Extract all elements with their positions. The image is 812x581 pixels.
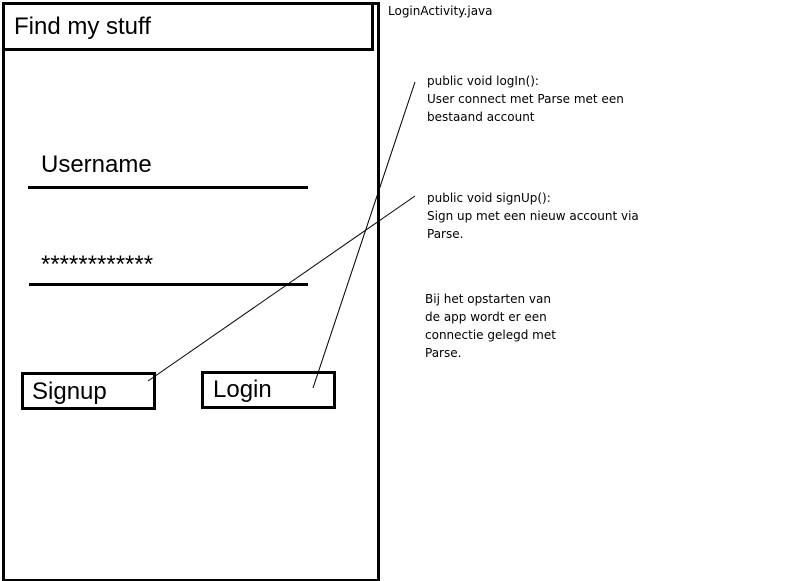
login-note: public void logIn(): User connect met Pa… <box>427 72 624 126</box>
startup-note-line: connectie gelegd met <box>425 328 556 342</box>
app-title: Find my stuff <box>14 13 151 40</box>
file-name-label: LoginActivity.java <box>388 4 493 18</box>
startup-note-line: Parse. <box>425 346 462 360</box>
password-field[interactable]: ************ <box>41 251 154 278</box>
title-bar: Find my stuff <box>2 2 374 51</box>
password-underline <box>29 283 308 286</box>
startup-note-line: Bij het opstarten van <box>425 292 551 306</box>
phone-frame <box>2 2 380 581</box>
login-note-line: bestaand account <box>427 110 535 124</box>
signup-note-line: public void signUp(): <box>427 191 551 205</box>
login-note-line: User connect met Parse met een <box>427 92 624 106</box>
username-field[interactable]: Username <box>41 151 152 178</box>
signup-note-line: Sign up met een nieuw account via <box>427 209 639 223</box>
username-underline <box>28 186 308 189</box>
startup-note-line: de app wordt er een <box>425 310 547 324</box>
login-button-label: Login <box>213 376 272 403</box>
signup-note: public void signUp(): Sign up met een ni… <box>427 189 639 243</box>
signup-button-label: Signup <box>32 378 107 405</box>
signup-button[interactable]: Signup <box>21 372 156 410</box>
signup-note-line: Parse. <box>427 227 464 241</box>
login-note-line: public void logIn(): <box>427 74 539 88</box>
login-button[interactable]: Login <box>201 371 336 409</box>
startup-note: Bij het opstarten van de app wordt er ee… <box>425 290 556 362</box>
